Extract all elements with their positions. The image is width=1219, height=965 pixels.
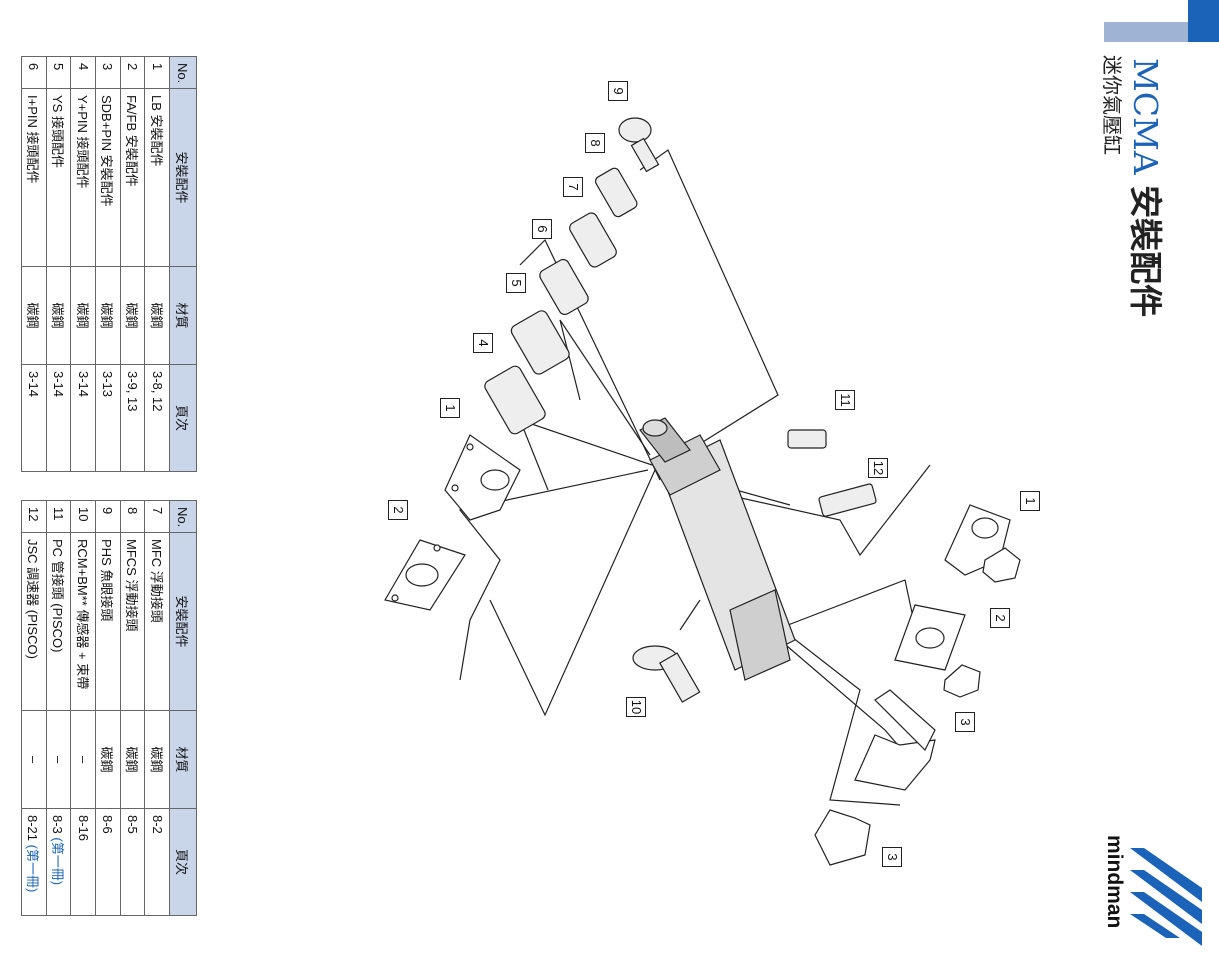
lb-bracket-icon [444,434,521,521]
callout-2: 2 [388,500,408,520]
phs-rod-end-icon [618,117,652,143]
i-pin-icon [569,212,617,268]
callout-3-lower: 3 [882,847,902,867]
callout-5: 5 [506,273,526,293]
callout-1-right: 1 [1020,491,1040,511]
y-pin-clevis-icon [510,310,570,375]
mfc-joint-icon [594,167,638,218]
fa-flange-icon [384,539,466,611]
callout-11: 11 [835,390,855,410]
callout-6: 6 [532,219,552,239]
sdb-small-bracket-icon [814,809,871,866]
callout-10: 10 [626,697,646,717]
sensor-band-icon [632,645,701,703]
hex-nut-icon [982,547,1021,583]
jsc-speed-controller-icon [818,483,877,517]
hex-nut-icon [943,664,981,698]
callout-2-right: 2 [990,608,1010,628]
header-bar [1188,0,1219,42]
callout-1: 1 [440,398,460,418]
y-pin-icon [484,365,546,435]
callout-8: 8 [585,133,605,153]
callout-12: 12 [868,458,888,478]
callout-4: 4 [473,333,493,353]
ys-joint-icon [539,258,589,316]
mindman-logo-icon [1130,848,1202,948]
sdb-pin-icon [854,734,936,791]
callout-7: 7 [563,177,583,197]
sdb-bracket-icon [874,689,936,752]
pc-fitting-icon [787,429,827,449]
cylinder-body-icon [639,417,796,681]
callout-9: 9 [608,81,628,101]
header-bar-light [1104,22,1188,42]
callout-3: 3 [955,712,975,732]
